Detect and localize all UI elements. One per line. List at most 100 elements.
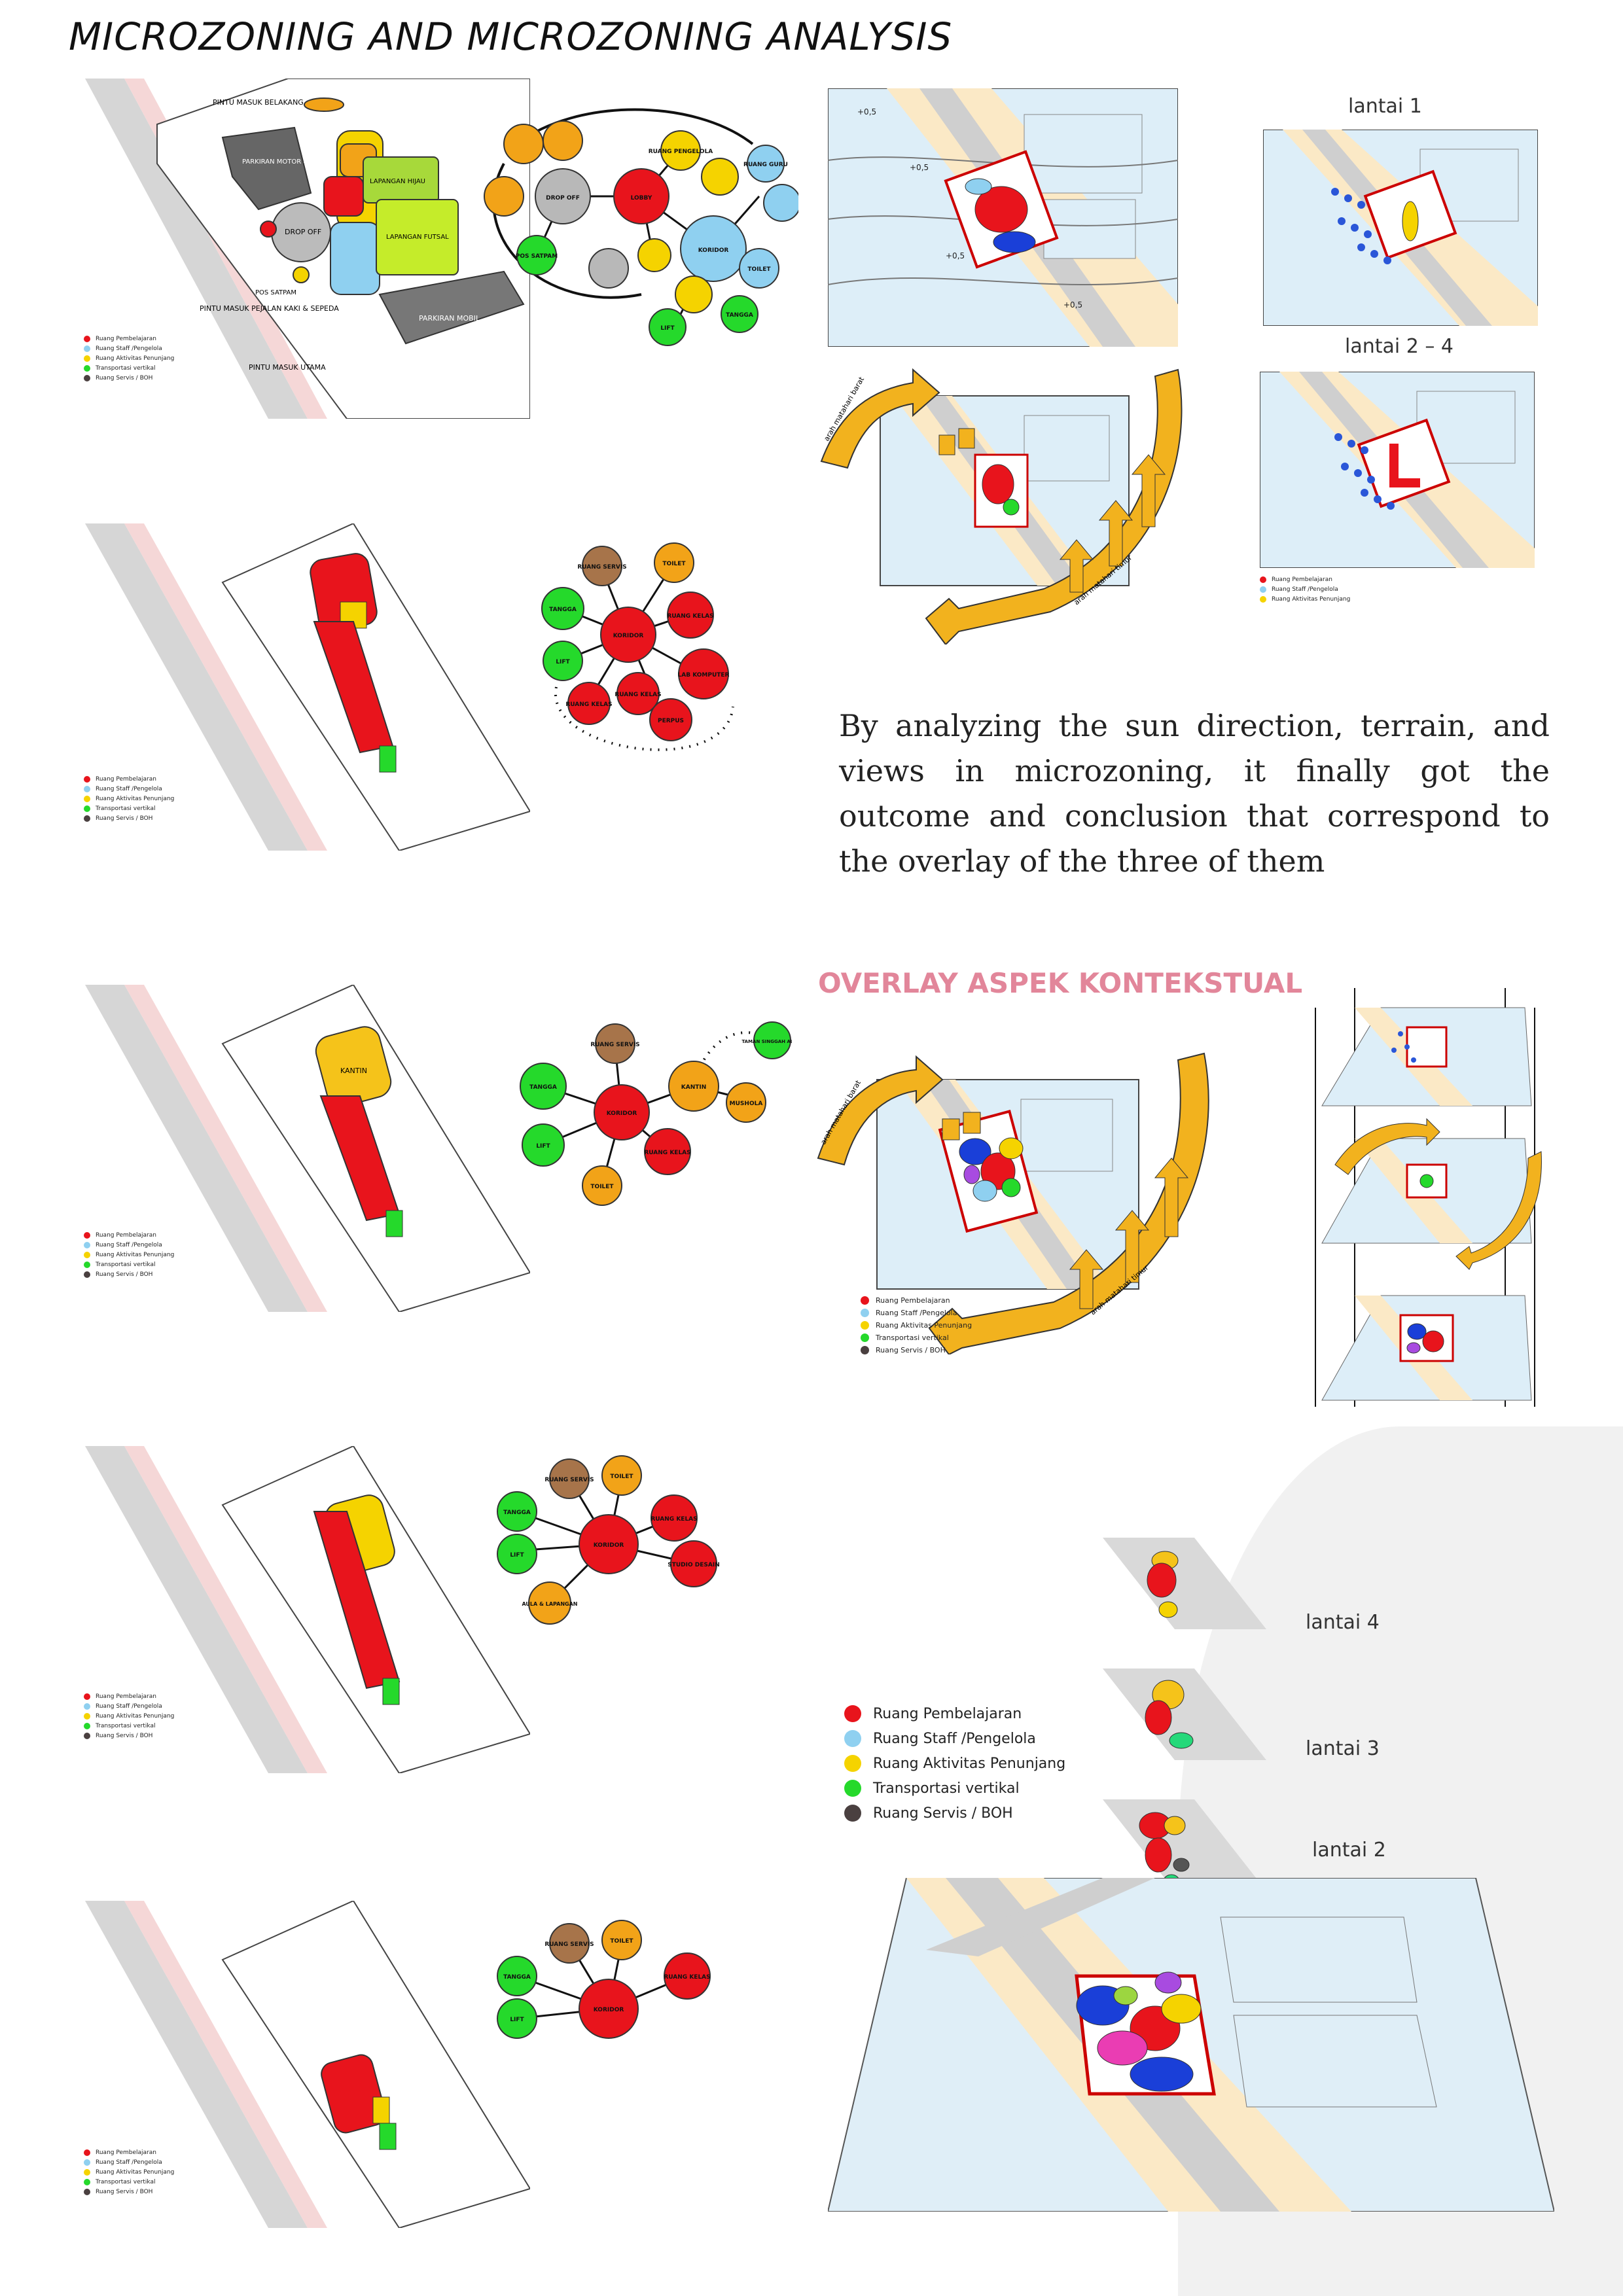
bubble-label: KANTIN (681, 1084, 707, 1091)
bubble-diagram-floor-5: RUANG SERVIS TOILET TANGGA KORIDOR RUANG… (484, 1911, 733, 2094)
legend-dot (84, 1693, 90, 1700)
green-field: LAPANGAN HIJAU (363, 157, 438, 203)
floor-plate-lantai-3 (1103, 1669, 1266, 1760)
svg-text:PARKIRAN MOTOR & SEPEDA: PARKIRAN MOTOR & SEPEDA (242, 158, 336, 166)
legend-dot (84, 1242, 90, 1248)
floor-2-4-view-map (1260, 372, 1535, 568)
analysis-paragraph: By analyzing the sun direction, terrain,… (839, 703, 1550, 884)
bubble-label: TOILET (590, 1184, 614, 1190)
bubble-label: TOILET (610, 1474, 633, 1480)
bubble-label: TANGGA (503, 1510, 531, 1516)
floor-label-lantai-2-4: lantai 2 – 4 (1345, 335, 1454, 358)
legend-label: Ruang Pembelajaran (96, 2149, 156, 2156)
legend-label: Ruang Servis / BOH (96, 375, 152, 381)
bubble-label: TAMAN SINGGAH AUDIT (741, 1039, 792, 1044)
legend-dot (844, 1755, 861, 1772)
bubble-label: POS SATPAM (516, 253, 558, 260)
svg-text:DROP OFF: DROP OFF (285, 228, 321, 236)
bubble-diagram-floor-3: RUANG SERVIS TANGGA KORIDOR KANTIN RUANG… (504, 1014, 792, 1230)
legend-dot (84, 1733, 90, 1739)
legend-label: Ruang Servis / BOH (876, 1346, 946, 1354)
bubble-label: TOILET (747, 266, 771, 273)
bubble-label: TANGGA (503, 1974, 531, 1981)
bubble-label: RUANG SERVIS (544, 1477, 594, 1483)
legend-dot (84, 1271, 90, 1278)
bubble-label: MUSHOLA (730, 1101, 763, 1107)
bubble-label: RUANG SERVIS (544, 1941, 594, 1948)
bubble-label: DROP OFF (546, 195, 580, 202)
legend-dot (84, 1703, 90, 1710)
legend-dot (84, 2149, 90, 2156)
svg-text:PINTU MASUK UTAMA: PINTU MASUK UTAMA (249, 363, 326, 372)
legend-label: Ruang Aktivitas Penunjang (873, 1756, 1065, 1772)
legend-label: Ruang Servis / BOH (96, 1271, 152, 1278)
legend-dot (861, 1333, 869, 1342)
futsal-field: LAPANGAN FUTSAL (376, 200, 458, 275)
bubble-label: RUANG KELAS (644, 1150, 690, 1156)
bubble-label: PERPUS (658, 718, 684, 724)
exploded-floors-diagram (1309, 988, 1551, 1413)
legend-label: Transportasi vertikal (876, 1333, 949, 1342)
bubble-label: RUANG KELAS (651, 1516, 697, 1523)
legend-label: Ruang Aktivitas Penunjang (96, 1252, 174, 1258)
elevation-label: +0,5 (857, 107, 876, 116)
legend-label: Transportasi vertikal (96, 805, 155, 812)
bubble-label: TOILET (662, 561, 686, 567)
legend-label: Ruang Staff /Pengelola (96, 345, 162, 352)
legend-dot (84, 2189, 90, 2195)
legend-label: Ruang Servis / BOH (96, 1733, 152, 1739)
svg-text:LAPANGAN HIJAU: LAPANGAN HIJAU (370, 178, 425, 185)
legend-label: Ruang Servis / BOH (96, 2189, 152, 2195)
floor-label-lantai-1: lantai 1 (1348, 95, 1422, 118)
legend-dot (84, 375, 90, 381)
overlay-section-title: OVERLAY ASPEK KONTEKSTUAL (818, 967, 1302, 999)
legend-dot (84, 1713, 90, 1720)
legend-dot (84, 805, 90, 812)
svg-text:PINTU MASUK BELAKANG: PINTU MASUK BELAKANG (213, 98, 304, 107)
legend-label: Ruang Servis / BOH (96, 815, 152, 822)
legend-dot (844, 1730, 861, 1747)
legend-dot (84, 2169, 90, 2176)
bubble-label: LIFT (510, 2017, 524, 2023)
bubble-label: TANGGA (726, 312, 753, 319)
perspective-site-map (828, 1878, 1554, 2212)
bubble-label: LIFT (536, 1143, 550, 1150)
bubble-label: TANGGA (549, 607, 577, 613)
legend-dot (84, 355, 90, 362)
legend-dot (84, 365, 90, 372)
legend-label: Ruang Staff /Pengelola (1272, 586, 1338, 593)
bubble-label: KORIDOR (607, 1110, 637, 1117)
legend-dot (861, 1309, 869, 1317)
legend-label: Ruang Staff /Pengelola (876, 1309, 957, 1317)
legend-label: Ruang Staff /Pengelola (96, 2159, 162, 2166)
legend-label: Ruang Pembelajaran (96, 776, 156, 783)
legend-dot (84, 2159, 90, 2166)
bubble-label: LOBBY (631, 195, 652, 202)
legend-dot (84, 336, 90, 342)
elevation-label: +0,5 (946, 251, 965, 260)
exploded-floor-top (1322, 1008, 1531, 1106)
bubble-label: RUANG SERVIS (590, 1042, 639, 1048)
drop-off-zone: DROP OFF (272, 203, 330, 262)
bubble-label: KORIDOR (613, 633, 644, 639)
legend-label: Transportasi vertikal (96, 1723, 155, 1729)
legend-overlay: Ruang Pembelajaran Ruang Staff /Pengelol… (861, 1294, 972, 1356)
legend-dot (84, 1232, 90, 1239)
legend-label: Ruang Staff /Pengelola (96, 786, 162, 792)
legend-2: Ruang Pembelajaran Ruang Staff /Pengelol… (84, 774, 174, 823)
floor-plate-lantai-4 (1103, 1538, 1266, 1629)
legend-label: Ruang Staff /Pengelola (873, 1731, 1036, 1747)
bubble-label: KORIDOR (594, 1542, 624, 1549)
legend-floor-analysis: Ruang Pembelajaran Ruang Staff /Pengelol… (1260, 574, 1350, 604)
legend-label: Transportasi vertikal (873, 1780, 1020, 1797)
legend-dot (84, 1252, 90, 1258)
legend-dot (861, 1296, 869, 1305)
legend-4: Ruang Pembelajaran Ruang Staff /Pengelol… (84, 1691, 174, 1740)
legend-dot (84, 796, 90, 802)
bubble-label: AULA & LAPANGAN (522, 1601, 577, 1607)
legend-label: Transportasi vertikal (96, 365, 155, 372)
legend-dot (84, 815, 90, 822)
floor-1-view-map (1263, 130, 1538, 326)
sun-direction-diagram: arah matahari barat arah matahari timur (815, 357, 1188, 645)
bubble-diagram-floor-4: RUANG SERVIS TOILET TANGGA KORIDOR RUANG… (484, 1453, 733, 1642)
